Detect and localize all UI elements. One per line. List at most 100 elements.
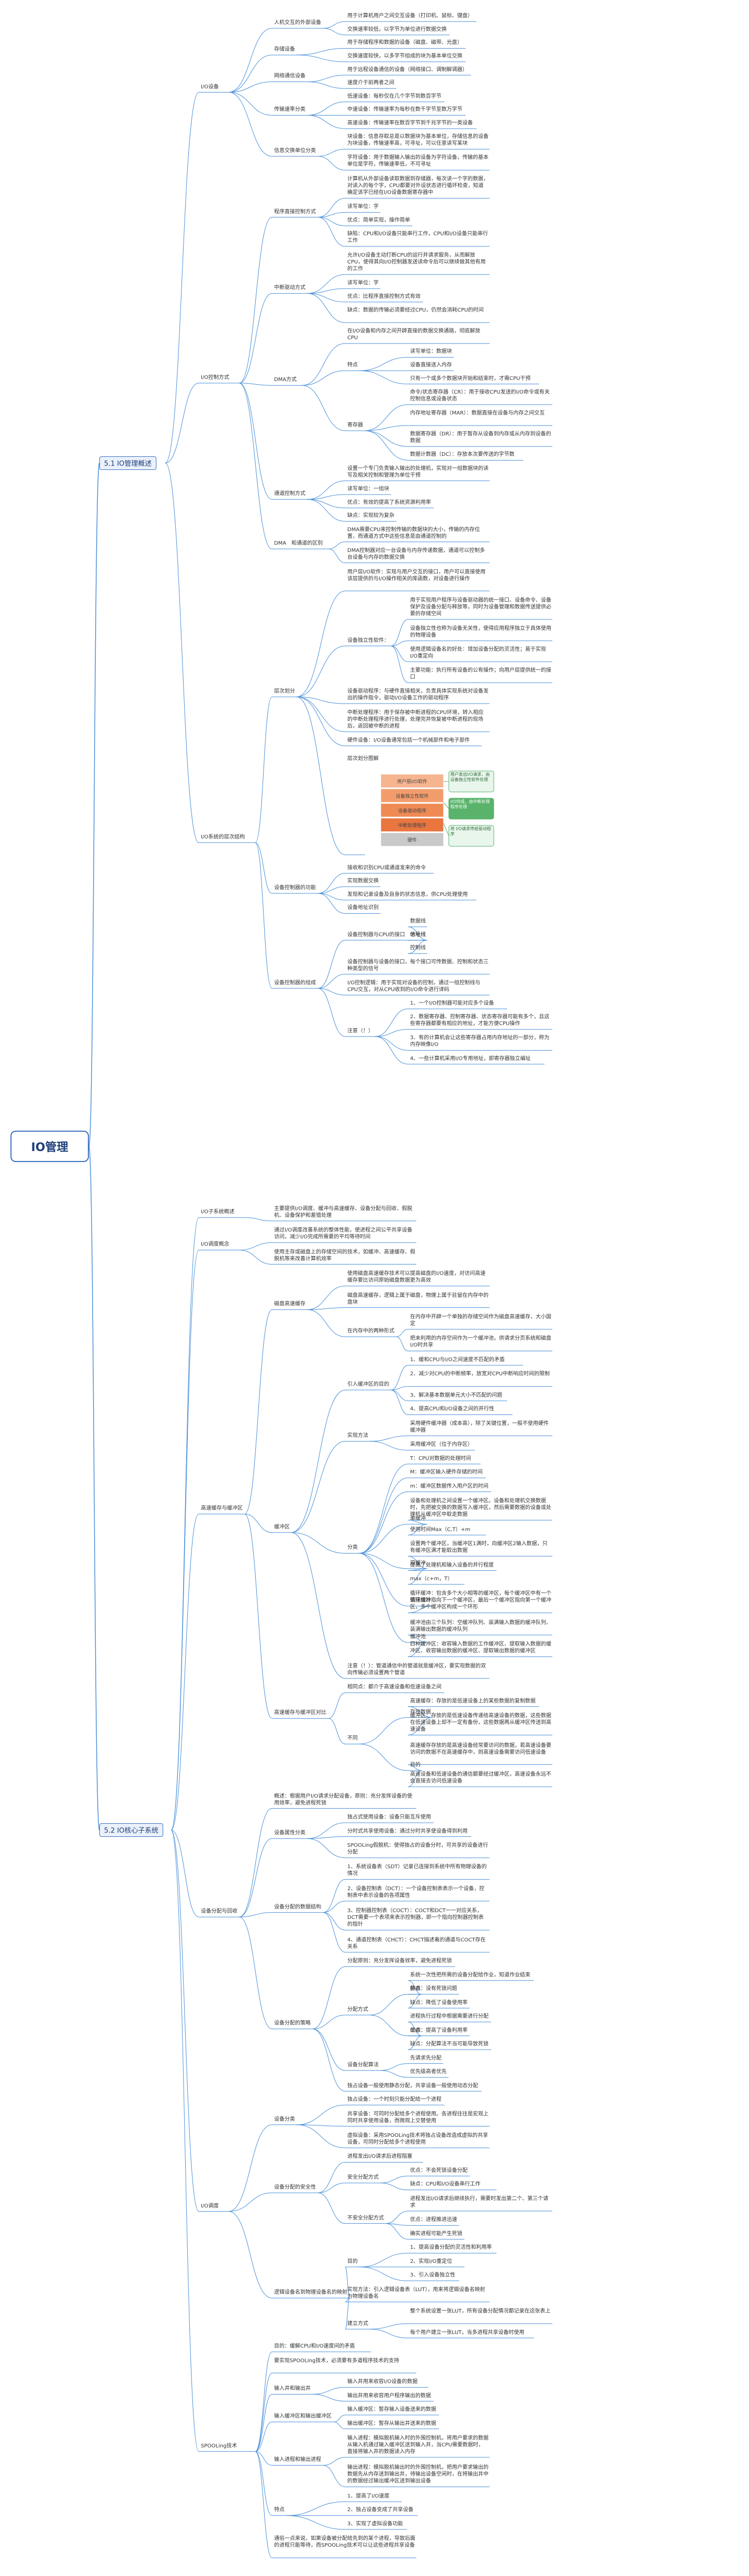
figure-layer-box	[380, 818, 444, 832]
node-s51c1d: 中断处理程序：用于保存被中断进程的CPU环境，转入相应的中断处理程序进行处理，处…	[347, 709, 484, 729]
node-s52f5b: 输出进程：模拟脱机输出时的外围控制机，把用户要求输出的数据先从内存送到输出井，待…	[347, 2465, 489, 2485]
node-s51a4c: 高速设备：传输速率在数百字节到千兆字节的一类设备	[347, 120, 473, 126]
node-s52c2a2: 2、减少对CPU的中断频率，放宽对CPU中断响应时间的限制	[410, 1371, 550, 1377]
connector	[228, 54, 273, 93]
node-s52c3b2a: 高速缓存存放的是高速设备经常要访问的数据，若高速设备要访问的数据不在高速缓存中，…	[410, 1742, 551, 1755]
connector	[391, 646, 408, 662]
node-s52a1: 主要提供I/O调度、缓冲与高速缓存、设备分配与回收、假脱机、设备保护和差错处理	[274, 1205, 413, 1218]
node-s51a1a: 用于计算机用户之间交互设备（打印机、鼠标、键盘）	[347, 13, 473, 19]
connector	[228, 28, 273, 93]
node-s51a4a: 低速设备：每秒仅在几个字节到数百字节	[347, 93, 441, 99]
node-s51c3a: 设备控制器与CPU的接口	[347, 932, 405, 938]
node-s51c2d: 设备地址识别	[347, 905, 379, 911]
node-s52c2c4b: 四种缓冲区：收容输入数据的工作缓冲区、提取输入数据的缓冲区、收容输出数据的缓冲区…	[410, 1641, 551, 1654]
connector	[369, 2015, 408, 2037]
node-s51a4: 传输速率分类	[274, 107, 305, 113]
connector	[239, 383, 273, 549]
node-s52e1c: 虚拟设备：采用SPOOLing技术将独占设备改造成虚拟的共享设备，可同时分配给多…	[347, 2132, 489, 2145]
connector	[380, 2070, 408, 2078]
connector	[255, 2373, 273, 2452]
connector	[317, 2192, 346, 2224]
node-s52e1: 设备分类	[274, 2116, 295, 2122]
connector	[407, 1568, 427, 1585]
connector	[317, 217, 346, 247]
connector	[359, 356, 408, 371]
node-s52c2c2b: 提高了处理机和输入设备的并行程度	[410, 1562, 494, 1568]
node-s52c2c3: 循环缓冲	[410, 1597, 431, 1604]
connector	[317, 156, 346, 170]
connector	[391, 1389, 408, 1415]
connector	[228, 92, 273, 116]
connector	[239, 1838, 273, 1917]
node-s52d4a: 分配原则：充分发挥设备效率，避免进程死锁	[347, 1958, 452, 1964]
connector	[301, 370, 346, 386]
node-s52e: I/O调度	[201, 2203, 219, 2209]
connector	[88, 1146, 100, 1831]
node-s52e2b1: 优点：不会死锁设备分配	[410, 2167, 468, 2174]
connector	[359, 1477, 408, 1554]
connector	[380, 2182, 408, 2190]
node-s51c3a1c: 控制线	[410, 945, 426, 951]
node-s52d4b2b: 优点：提高了设备利用率	[410, 2027, 468, 2033]
node-s52f5: 输入进程和输出进程	[274, 2457, 321, 2463]
connector	[380, 2176, 408, 2183]
connector	[369, 2329, 408, 2339]
node-s52e1b: 共享设备：可同时分配给多个进程使用。各进程往往是宏观上同时共享使用设备，而微观上…	[347, 2111, 489, 2124]
connector	[317, 217, 346, 226]
connector	[296, 2124, 346, 2127]
connector	[359, 1552, 408, 1606]
connector	[228, 2192, 273, 2212]
node-s52c3b: 不同	[347, 1735, 358, 1742]
node-s52c2c0a: T：CPU对数据的处理时间	[410, 1455, 471, 1462]
connector	[88, 462, 100, 1147]
connector	[345, 2297, 350, 2330]
connector	[307, 293, 346, 323]
connector	[317, 988, 346, 1037]
connector	[171, 1830, 199, 2452]
node-s51a3: 网络通信设备	[274, 73, 305, 79]
node-s52c2c1a: 设备和处理机之间设置一个缓冲区。设备和处理机交换数据时，先把被交换的数据写入缓冲…	[410, 1498, 551, 1518]
figure-callout-fc3: 将 I/O请求传给驱动程序	[450, 826, 491, 837]
connector	[296, 696, 346, 704]
node-s51a3b: 速度介于前两者之间	[347, 80, 394, 86]
node-s52f: SPOOLing技术	[201, 2443, 237, 2449]
node-s52c3: 高速缓存与缓冲区对比	[274, 1710, 326, 1716]
connector	[391, 1386, 408, 1390]
figure-layer-label: 设备驱动程序	[398, 808, 426, 814]
node-s52f7: 通俗一点来说，如果设备被分配给先到的某个进程，导致后面的进程只能等待，而SPOO…	[274, 2536, 415, 2549]
node-s52c2b2: 采用缓冲区（位于内存区）	[410, 1442, 473, 1448]
connector	[255, 2421, 273, 2452]
connector	[228, 92, 273, 157]
connector	[407, 1642, 427, 1657]
node-s51b1d: 缺陷：CPU和I/O设备只能串行工作，CPU和I/O设备只能串行工作	[347, 231, 489, 244]
node-s51c3a1a: 数据线	[410, 918, 426, 925]
connector	[307, 480, 346, 500]
connector	[364, 430, 408, 447]
node-s52c2a1: 1、缓和CPU与I/O之间速度不匹配的矛盾	[410, 1356, 505, 1363]
branch-s51: 5.1 IO管理概述	[99, 456, 156, 470]
connector	[255, 2451, 273, 2516]
connector	[255, 2451, 273, 2558]
connector	[396, 1329, 408, 1337]
connector	[239, 293, 273, 384]
node-s52f6a: 1、提高了I/O速度	[347, 2493, 390, 2499]
connector	[286, 2515, 346, 2530]
node-s51b1a: 计算机从外部设备读取数据到存储器，每次读一个字的数据，对读入的每个字，CPU都要…	[347, 176, 489, 196]
connector	[407, 1706, 433, 1718]
node-s52e3c1: 整个系统设置一张LUT，所有设备分配情况都记录在这张表上	[410, 2308, 551, 2315]
connector	[255, 2351, 273, 2452]
connector	[239, 217, 273, 384]
node-s52c2b: 实现方法	[347, 1433, 368, 1439]
node-s52e2b: 安全分配方式	[347, 2175, 379, 2181]
figure-layer-label: 用户层I/O软件	[397, 778, 427, 785]
connector	[369, 1435, 408, 1442]
connector	[296, 54, 346, 62]
connector	[407, 1524, 427, 1536]
node-s52e3: 逻辑设备名到物理设备名的映射	[274, 2290, 347, 2296]
node-s51a2: 存储设备	[274, 47, 295, 53]
connector	[380, 2063, 408, 2071]
node-s52c2c1b: 使用时间Max（C,T）+m	[410, 1526, 471, 1533]
node-s51c1b4: 主要功能：执行所有设备的公有操作；向用户层提供统一的接口	[410, 667, 551, 680]
node-s51b4a: 设置一个专门负责输入输出的处理机，实现对一组数据块的读写及相关控制和管理为单位干…	[347, 465, 489, 478]
